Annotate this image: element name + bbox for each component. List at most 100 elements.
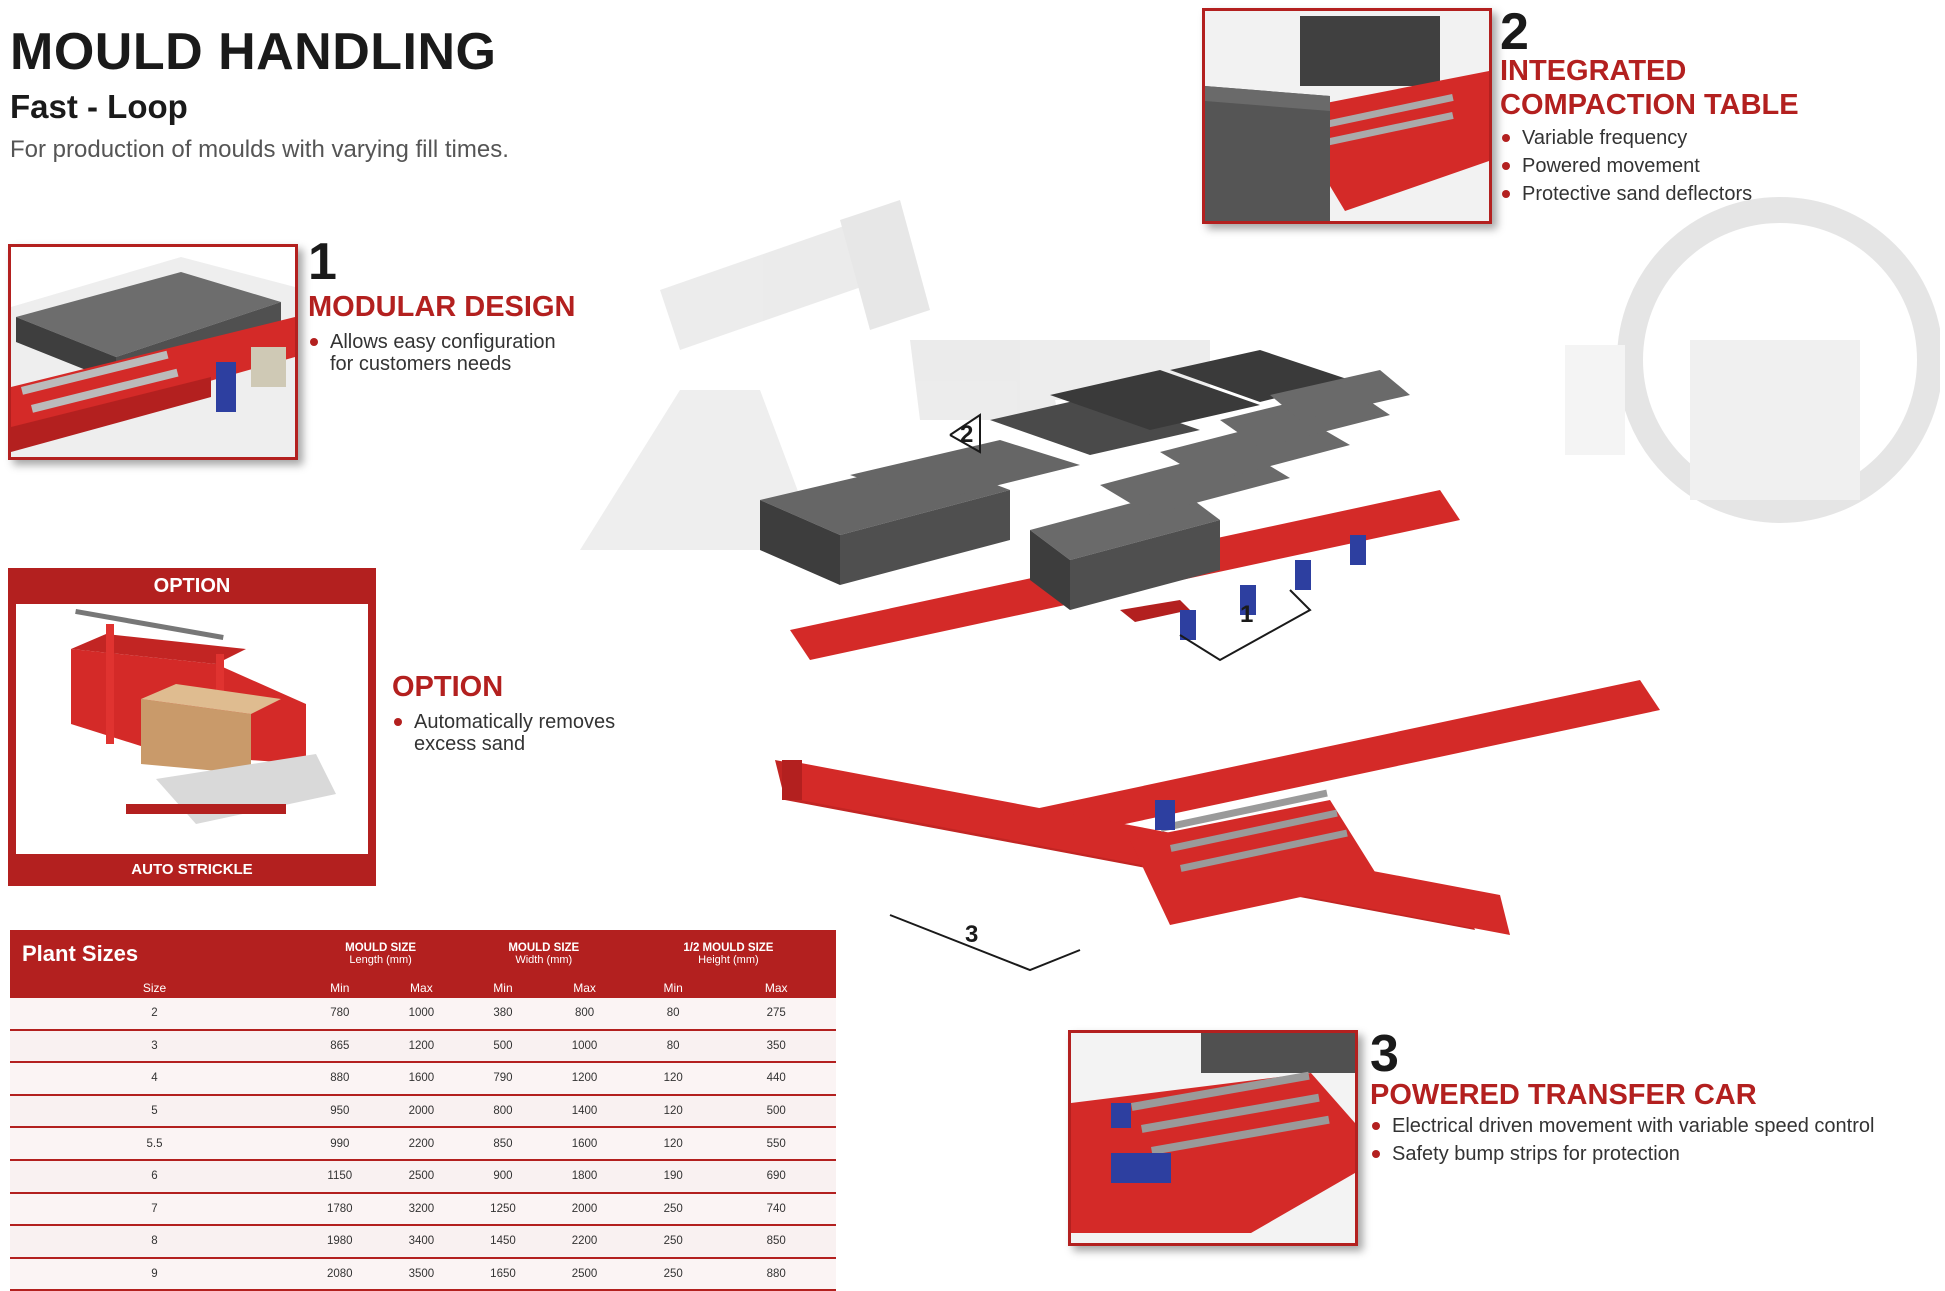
table-cell: 2000	[380, 1094, 463, 1129]
table-cell: 1200	[543, 1062, 626, 1096]
table-cell: 1000	[543, 1029, 626, 1064]
table-column-header: Max	[380, 978, 463, 998]
table-cell: 3	[10, 1029, 300, 1064]
moulds-front-row	[1030, 370, 1410, 610]
table-cell: 1800	[543, 1159, 626, 1194]
table-cell: 850	[462, 1127, 544, 1161]
feature-3-title: POWERED TRANSFER CAR	[1370, 1079, 1757, 1111]
page-subtitle: Fast - Loop	[10, 88, 188, 125]
feature-3-bullet: Safety bump strips for protection	[1370, 1140, 1874, 1168]
table-cell: 275	[720, 998, 832, 1031]
table-cell: 850	[720, 1225, 832, 1259]
feature-2-title-line2: COMPACTION TABLE	[1500, 89, 1799, 121]
table-cell: 2200	[543, 1225, 626, 1259]
table-group-height: 1/2 MOULD SIZE Height (mm)	[625, 930, 832, 978]
table-cell: 880	[299, 1062, 381, 1096]
table-cell: 500	[462, 1029, 544, 1064]
table-cell: 4	[10, 1062, 300, 1096]
table-cell: 2080	[299, 1257, 381, 1291]
table-cell: 120	[625, 1127, 721, 1161]
feature-1-bullet-continuation: for customers needs	[330, 353, 512, 375]
table-cell: 1780	[299, 1192, 381, 1227]
plant-sizes-table: Plant Sizes MOULD SIZE Length (mm) MOULD…	[10, 930, 836, 1291]
table-cell: 2500	[380, 1159, 463, 1194]
table-cell: 7	[10, 1192, 300, 1227]
feature-1-title: MODULAR DESIGN	[308, 291, 576, 323]
table-column-header: Min	[625, 978, 721, 998]
table-cell: 2200	[380, 1127, 463, 1161]
table-cell: 1600	[543, 1127, 626, 1161]
feature-2-bullet: Protective sand deflectors	[1500, 180, 1752, 208]
table-cell: 120	[625, 1094, 721, 1129]
sand-mixer-illustration	[580, 200, 1210, 550]
table-column-header: Min	[299, 978, 381, 998]
moulds-back-row	[760, 350, 1350, 585]
table-cell: 690	[720, 1159, 832, 1194]
table-cell: 3400	[380, 1225, 463, 1259]
table-cell: 80	[625, 998, 721, 1031]
table-cell: 250	[625, 1257, 721, 1291]
table-column-header: Max	[543, 978, 626, 998]
feature-1-image	[8, 244, 298, 460]
table-cell: 1200	[380, 1029, 463, 1064]
feature-3-image	[1068, 1030, 1358, 1246]
page-title: MOULD HANDLING	[10, 23, 497, 81]
table-cell: 1980	[299, 1225, 381, 1259]
table-group-width: MOULD SIZE Width (mm)	[462, 930, 626, 978]
table-cell: 2000	[543, 1192, 626, 1227]
table-cell: 250	[625, 1225, 721, 1259]
table-group-length: MOULD SIZE Length (mm)	[299, 930, 463, 978]
table-cell: 5	[10, 1094, 300, 1129]
table-cell: 1600	[380, 1062, 463, 1096]
table-cell: 2500	[543, 1257, 626, 1291]
feature-2-title-line1: INTEGRATED	[1500, 55, 1687, 87]
table-cell: 1250	[462, 1192, 544, 1227]
option-panel: OPTION AUTO STRICKLE	[8, 568, 376, 886]
table-column-header: Max	[720, 978, 832, 998]
table-cell: 1450	[462, 1225, 544, 1259]
option-panel-footer: AUTO STRICKLE	[131, 861, 253, 878]
fast-loop-plant-diagram: 2 1 3	[560, 190, 1943, 990]
option-feature-bullets: Automatically removes	[392, 708, 615, 736]
feature-2-bullet: Variable frequency	[1500, 124, 1752, 152]
table-cell: 880	[720, 1257, 832, 1291]
table-cell: 3500	[380, 1257, 463, 1291]
table-cell: 800	[462, 1094, 544, 1129]
feature-1-bullets: Allows easy configuration	[308, 328, 556, 356]
table-cell: 790	[462, 1062, 544, 1096]
option-feature-bullet-continuation: excess sand	[414, 733, 526, 755]
table-cell: 800	[543, 998, 626, 1031]
page-description: For production of moulds with varying fi…	[10, 136, 509, 163]
table-cell: 190	[625, 1159, 721, 1194]
auto-strickle-image	[16, 604, 368, 854]
table-cell: 1000	[380, 998, 463, 1031]
drive-motors	[1180, 535, 1366, 640]
feature-3-bullet: Electrical driven movement with variable…	[1370, 1112, 1874, 1140]
callout-1: 1	[1240, 601, 1253, 628]
table-cell: 1400	[543, 1094, 626, 1129]
table-cell: 550	[720, 1127, 832, 1161]
rollover-machine-illustration	[1565, 197, 1943, 523]
option-feature-title: OPTION	[392, 671, 504, 703]
table-cell: 8	[10, 1225, 300, 1259]
table-column-header: Min	[462, 978, 544, 998]
table-cell: 3200	[380, 1192, 463, 1227]
table-cell: 2	[10, 998, 300, 1031]
feature-2-number: 2	[1500, 3, 1529, 61]
table-cell: 865	[299, 1029, 381, 1064]
feature-2-image	[1202, 8, 1492, 224]
table-cell: 350	[720, 1029, 832, 1064]
table-cell: 80	[625, 1029, 721, 1064]
feature-2-bullet: Powered movement	[1500, 152, 1752, 180]
table-cell: 6	[10, 1159, 300, 1194]
table-cell: 900	[462, 1159, 544, 1194]
table-cell: 250	[625, 1192, 721, 1227]
